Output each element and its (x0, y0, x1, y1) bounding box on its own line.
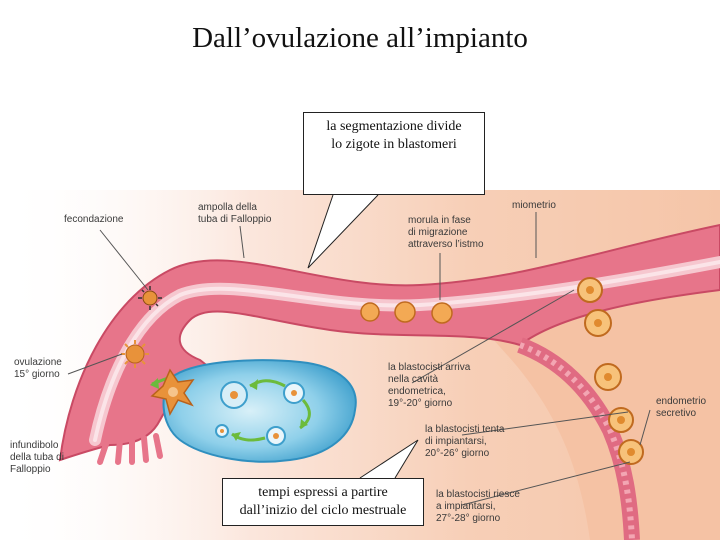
callout-timing-note: tempi espressi a partire dall’inizio del… (222, 478, 424, 526)
morula-cells (361, 302, 452, 323)
label-fecondazione: fecondazione (64, 214, 124, 226)
ovary (164, 360, 356, 461)
callout-segmentation-line-2: lo zigote in blastomeri (304, 136, 484, 154)
label-miometrio: miometrio (512, 200, 556, 212)
slide-title: Dall’ovulazione all’impianto (0, 22, 720, 55)
callout-segmentation: la segmentazione divide lo zigote in bla… (303, 112, 485, 195)
callout-timing-line-2: dall’inizio del ciclo mestruale (223, 502, 423, 520)
callout-timing-line-1: tempi espressi a partire (223, 484, 423, 502)
callout-segmentation-line-1: la segmentazione divide (304, 118, 484, 136)
